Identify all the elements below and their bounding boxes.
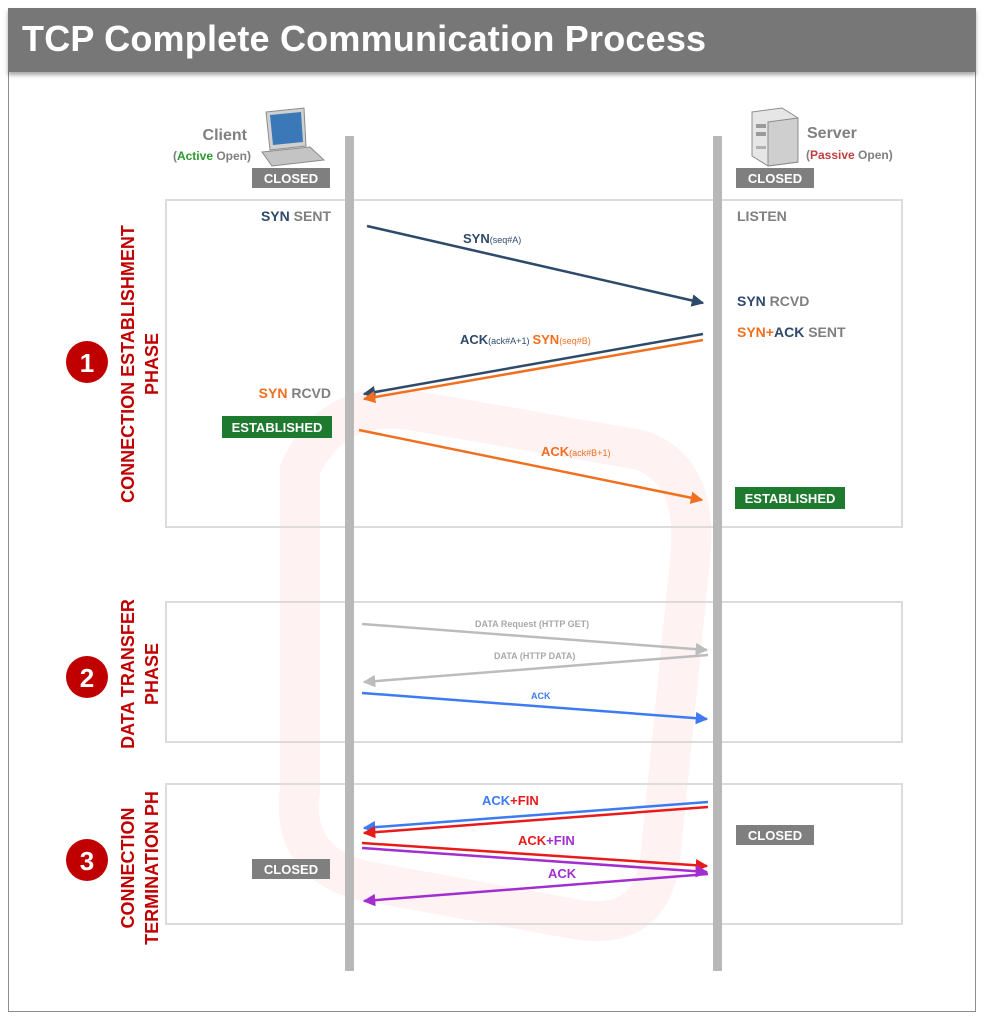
arrow-server-fin bbox=[362, 805, 709, 839]
svg-text:CONNECTION ESTABLISHMENT: CONNECTION ESTABLISHMENT bbox=[118, 225, 138, 503]
svg-text:2: 2 bbox=[80, 663, 94, 693]
phase-3-box bbox=[165, 783, 903, 925]
phase-1-number-badge: 1 bbox=[66, 341, 108, 383]
server-established-badge bbox=[735, 487, 845, 509]
state-server-syn-rcvd: SYN RCVD bbox=[737, 293, 809, 309]
server-name: Server bbox=[807, 125, 857, 142]
phase-2-number-badge: 2 bbox=[66, 656, 108, 698]
arrow-data-request bbox=[361, 622, 709, 656]
server-closed-label: CLOSED bbox=[748, 171, 802, 186]
arrow-client-ack bbox=[361, 841, 709, 872]
arrow-server-ack bbox=[362, 800, 709, 834]
svg-text:PHASE: PHASE bbox=[142, 333, 162, 395]
client-closed-final-badge bbox=[252, 859, 330, 879]
label-final-ack: ACK(ack#B+1) bbox=[541, 444, 610, 459]
svg-text:TERMINATION PH: TERMINATION PH bbox=[142, 791, 162, 945]
arrow-last-ack bbox=[362, 872, 709, 907]
phase-3-number-badge: 3 bbox=[66, 839, 108, 881]
label-data-response: DATA (HTTP DATA) bbox=[494, 651, 575, 661]
server-established-label: ESTABLISHED bbox=[745, 491, 836, 506]
arrow-syn bbox=[366, 224, 705, 307]
arrow-data-response bbox=[362, 653, 709, 688]
label-data-request: DATA Request (HTTP GET) bbox=[475, 619, 589, 629]
phase-2-title: DATA TRANSFER PHASE bbox=[118, 599, 162, 749]
label-last-ack: ACK bbox=[548, 866, 577, 881]
page-title: TCP Complete Communication Process bbox=[22, 18, 707, 59]
client-established-label: ESTABLISHED bbox=[232, 420, 323, 435]
svg-text:CONNECTION: CONNECTION bbox=[118, 808, 138, 929]
state-listen: LISTEN bbox=[737, 208, 787, 224]
label-server-ack-fin: ACK+FIN bbox=[482, 793, 539, 808]
svg-text:1: 1 bbox=[80, 348, 94, 378]
label-client-ack-fin: ACK+FIN bbox=[518, 833, 575, 848]
phase-2-box bbox=[165, 601, 903, 743]
svg-text:3: 3 bbox=[80, 846, 94, 876]
state-client-syn-rcvd: SYN RCVD bbox=[259, 385, 331, 401]
arrow-client-fin bbox=[361, 846, 709, 878]
label-data-ack: ACK bbox=[531, 691, 551, 701]
phase-1-title: CONNECTION ESTABLISHMENT PHASE bbox=[118, 225, 162, 503]
laptop-icon bbox=[261, 107, 326, 167]
arrow-ack-response bbox=[362, 332, 704, 399]
server-tower-icon bbox=[751, 107, 799, 167]
phase-3-title: CONNECTION TERMINATION PH bbox=[118, 791, 162, 945]
arrow-syn-response bbox=[362, 338, 704, 404]
svg-text:PHASE: PHASE bbox=[142, 643, 162, 705]
arrow-data-ack bbox=[361, 691, 709, 725]
client-name: Client bbox=[203, 127, 248, 144]
client-lifeline bbox=[345, 136, 354, 971]
client-closed-label: CLOSED bbox=[264, 171, 318, 186]
title-bar: TCP Complete Communication Process bbox=[8, 8, 976, 72]
state-syn-ack-sent: SYN+ACK SENT bbox=[737, 324, 846, 340]
phase-1-box bbox=[165, 199, 903, 528]
server-closed-badge bbox=[736, 168, 814, 188]
state-syn-sent: SYN SENT bbox=[261, 208, 331, 224]
client-closed-badge bbox=[252, 168, 330, 188]
label-ack-syn: ACK(ack#A+1)SYN(seq#B) bbox=[460, 332, 591, 347]
server-closed-final-badge bbox=[736, 825, 814, 845]
server-closed-final-label: CLOSED bbox=[748, 828, 802, 843]
diagram-frame bbox=[8, 8, 976, 1012]
server-lifeline bbox=[713, 136, 722, 971]
client-closed-final-label: CLOSED bbox=[264, 862, 318, 877]
client-open-mode: (Active Open) bbox=[173, 149, 251, 163]
svg-text:DATA TRANSFER: DATA TRANSFER bbox=[118, 599, 138, 749]
server-open-mode: (Passive Open) bbox=[806, 148, 893, 162]
arrow-final-ack bbox=[358, 428, 704, 504]
label-syn: SYN(seq#A) bbox=[463, 231, 521, 246]
client-established-badge bbox=[222, 416, 332, 438]
